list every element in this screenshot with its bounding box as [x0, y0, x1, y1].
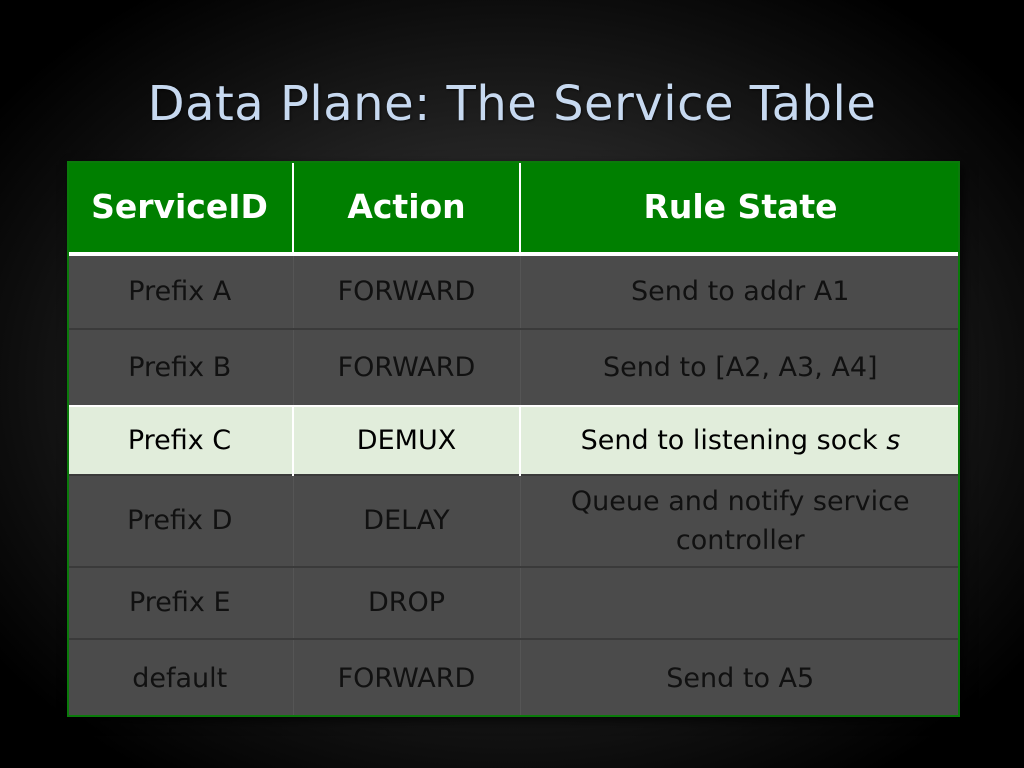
table-header-row: ServiceID Action Rule State: [67, 161, 960, 254]
cell-service-id: Prefix C: [127, 424, 232, 456]
slide-title: Data Plane: The Service Table: [147, 76, 877, 133]
cell-action: FORWARD: [292, 254, 520, 329]
cell-action: FORWARD: [292, 639, 520, 717]
cell-rule-state: Send to addr A1: [519, 254, 960, 329]
table-row: Prefix D DELAY Queue and notify service …: [67, 475, 960, 567]
rule-state-text: Send to listening sock: [580, 424, 887, 456]
cell-service-id: Prefix D: [127, 505, 233, 537]
table-row: default FORWARD Send to A5: [67, 639, 960, 717]
cell-service-id: default: [132, 662, 228, 694]
cell-rule-state: Queue and notify service controller: [519, 475, 960, 567]
service-table-container: ServiceID Action Rule State Prefix A FOR…: [67, 161, 960, 717]
cell-rule-state: Send to [A2, A3, A4]: [519, 329, 960, 406]
table-row-highlighted: Prefix C DEMUX Send to listening sock s: [67, 406, 960, 475]
table-row: Prefix B FORWARD Send to [A2, A3, A4]: [67, 329, 960, 406]
cell-rule-state: [519, 567, 960, 639]
rule-state-socket-variable: s: [886, 424, 901, 456]
table-row: Prefix A FORWARD Send to addr A1: [67, 254, 960, 329]
cell-service-id: Prefix E: [128, 587, 231, 619]
table-row: Prefix E DROP: [67, 567, 960, 639]
cell-action: DEMUX: [292, 406, 520, 475]
cell-action: DELAY: [292, 475, 520, 567]
cell-action: DROP: [292, 567, 520, 639]
column-header-action: Action: [292, 161, 520, 254]
service-table: ServiceID Action Rule State Prefix A FOR…: [67, 161, 960, 717]
column-header-serviceid: ServiceID: [67, 161, 293, 254]
cell-service-id: Prefix A: [128, 276, 232, 308]
column-header-rule-state: Rule State: [519, 161, 960, 254]
cell-rule-state: Send to A5: [519, 639, 960, 717]
cell-service-id: Prefix B: [128, 351, 232, 383]
cell-rule-state: Send to listening sock s: [519, 406, 960, 475]
cell-action: FORWARD: [292, 329, 520, 406]
